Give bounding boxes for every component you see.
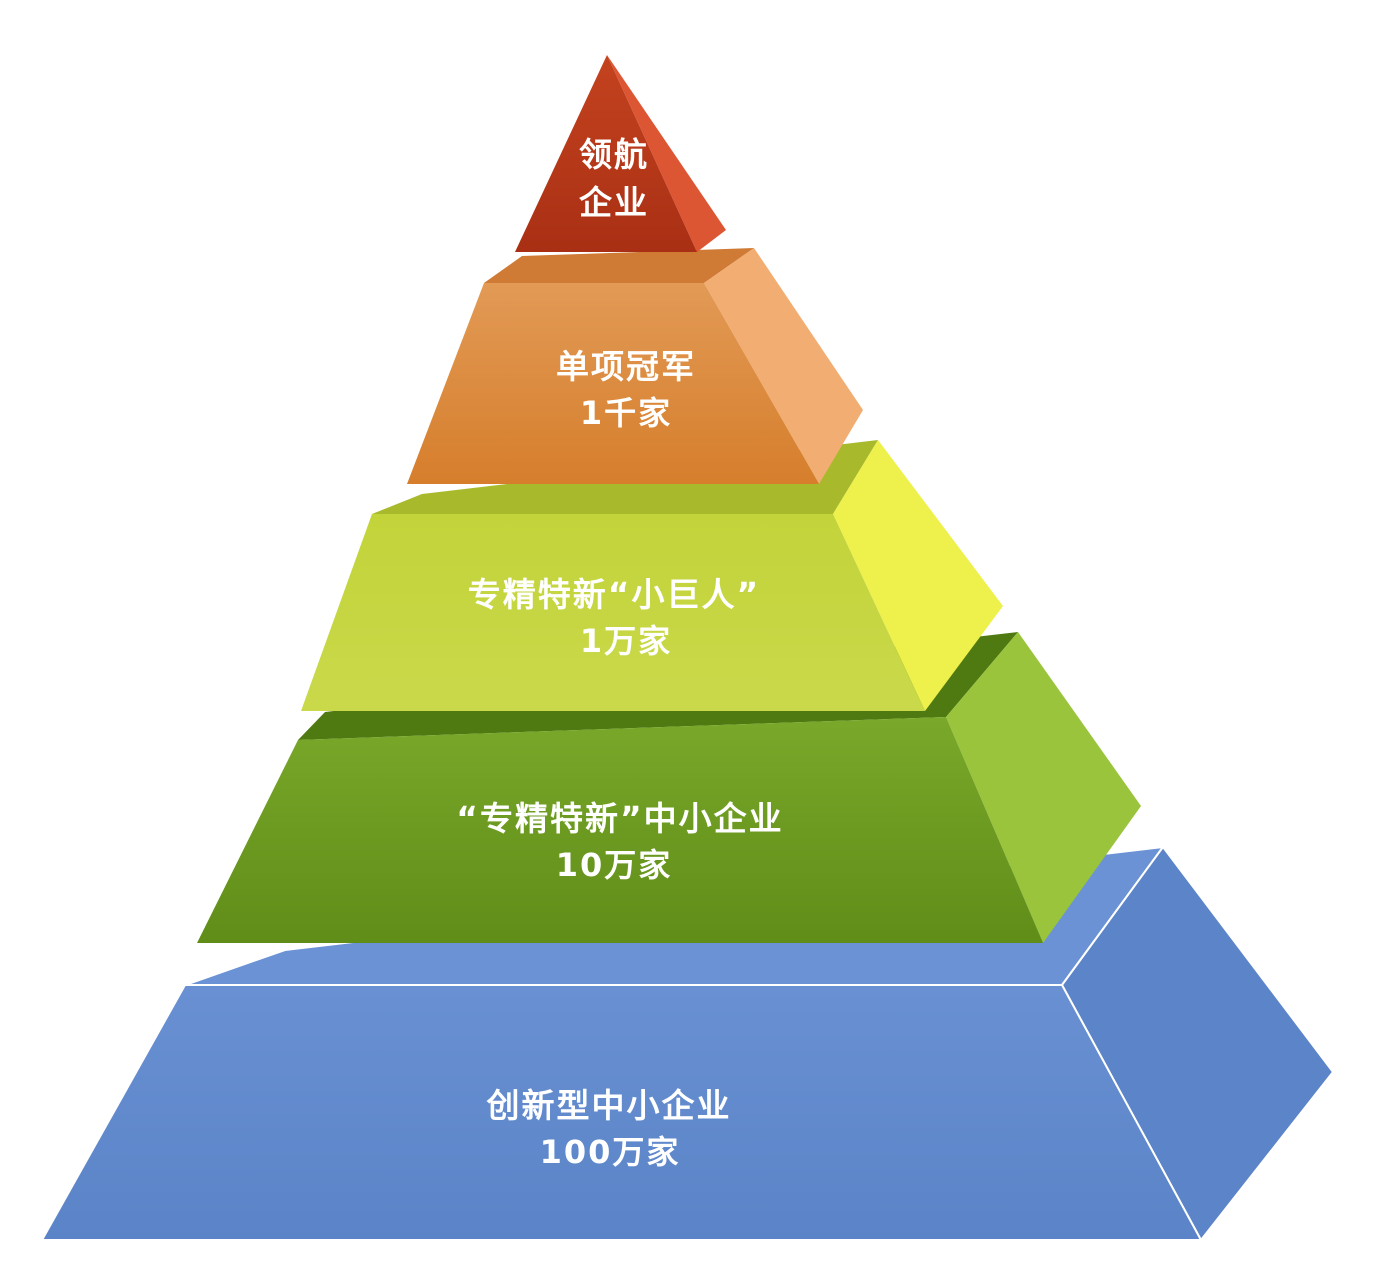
level-4-label-line2: 10万家 bbox=[556, 846, 673, 884]
level-4-front-face bbox=[197, 717, 1043, 943]
level-2-label-line2: 1千家 bbox=[580, 394, 672, 432]
level-4-side-face bbox=[946, 632, 1141, 943]
level-2-front-face bbox=[407, 283, 819, 484]
level-1-label-line2: 企业 bbox=[579, 183, 649, 222]
level-5-front-face bbox=[40, 984, 1203, 1241]
pyramid-level-1 bbox=[515, 55, 726, 252]
level-5-label-line1: 创新型中小企业 bbox=[486, 1086, 732, 1125]
pyramid-level-5 bbox=[40, 845, 1335, 1242]
level-3-side-face bbox=[833, 440, 1003, 711]
level-1-label-line1: 领航 bbox=[579, 135, 649, 174]
level-4-label-line1: “专精特新”中小企业 bbox=[456, 799, 783, 838]
level-3-front-face bbox=[301, 514, 925, 711]
level-1-side-face bbox=[607, 55, 726, 252]
pyramid-level-2 bbox=[407, 248, 863, 484]
level-2-label-line1: 单项冠军 bbox=[556, 347, 696, 386]
level-1-front-face bbox=[515, 55, 697, 252]
level-3-label-line2: 1万家 bbox=[580, 622, 672, 660]
level-3-label-line1: 专精特新“小巨人” bbox=[468, 575, 760, 614]
pyramid-level-4 bbox=[197, 632, 1141, 943]
level-2-top-face bbox=[484, 248, 754, 283]
level-5-label-line2: 100万家 bbox=[540, 1133, 681, 1171]
level-2-side-face bbox=[704, 248, 863, 484]
